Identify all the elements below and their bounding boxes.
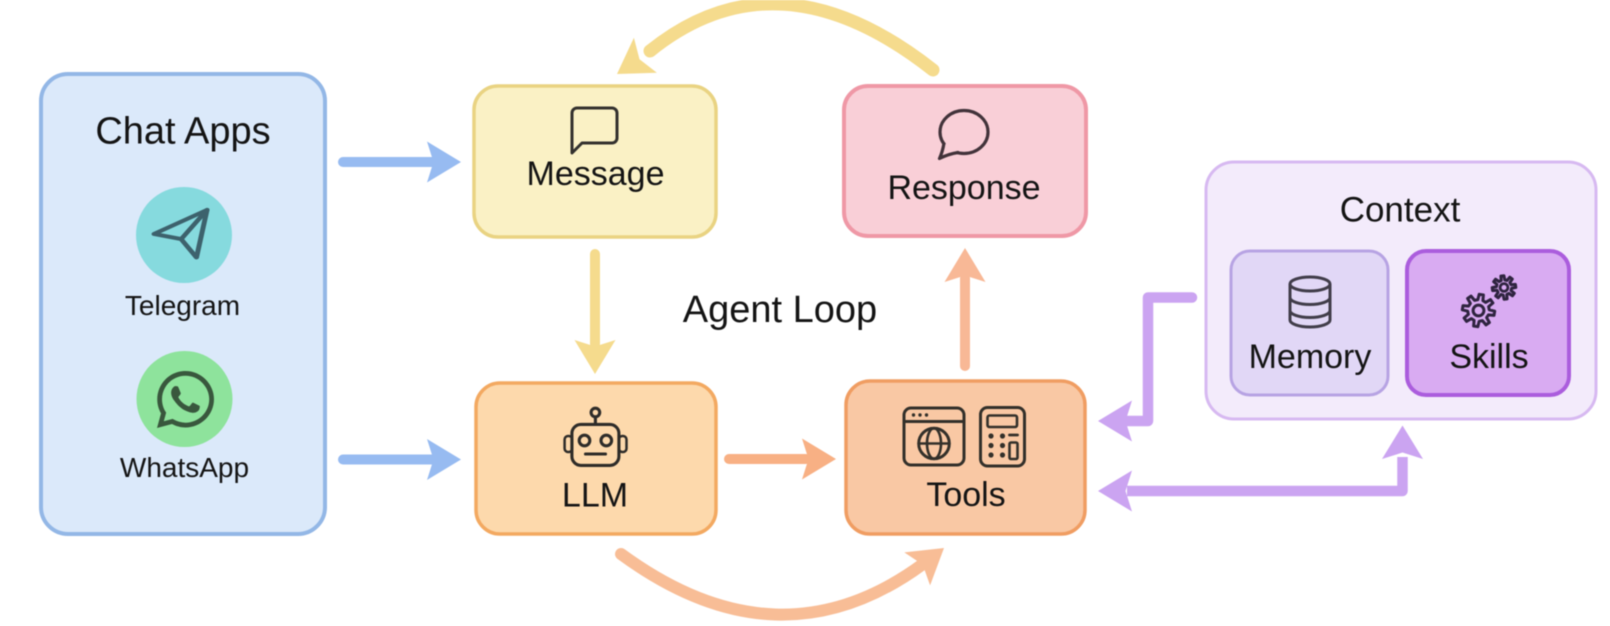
- svg-text:Skills: Skills: [1449, 338, 1528, 376]
- svg-text:Response: Response: [887, 169, 1040, 207]
- svg-text:Chat Apps: Chat Apps: [95, 111, 270, 153]
- svg-text:Memory: Memory: [1249, 338, 1372, 376]
- svg-text:LLM: LLM: [562, 477, 628, 515]
- svg-text:Agent Loop: Agent Loop: [683, 289, 877, 331]
- svg-text:Context: Context: [1340, 191, 1461, 230]
- svg-text:Telegram: Telegram: [125, 290, 240, 321]
- svg-text:WhatsApp: WhatsApp: [120, 452, 249, 483]
- svg-text:Message: Message: [527, 155, 665, 193]
- svg-text:Tools: Tools: [926, 476, 1005, 514]
